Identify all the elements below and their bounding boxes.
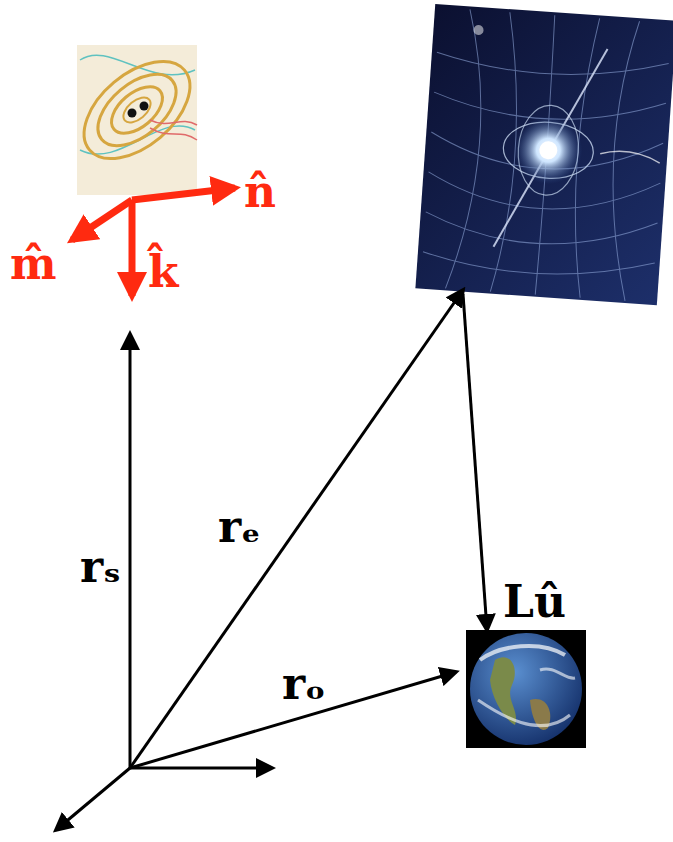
basis-label: m̂ [10, 242, 57, 286]
basis-label: k̂ [148, 250, 179, 294]
basis-label: n̂ [244, 170, 276, 214]
pulsar-vector [130, 290, 463, 768]
pulsar-picture [415, 4, 673, 305]
binary-source-picture [66, 43, 207, 195]
n-basis-arrow [132, 188, 235, 200]
earth-picture [466, 630, 586, 748]
vector-label: Lû [503, 580, 566, 624]
x-axis [130, 767, 272, 770]
m-basis-arrow [72, 200, 132, 240]
y-axis [56, 768, 130, 830]
vector-label: rₒ [282, 662, 326, 706]
k-basis-arrow [129, 200, 136, 296]
basis-vectors [72, 188, 235, 296]
pulsar-earth-vector [463, 294, 487, 630]
vectors [56, 290, 487, 830]
vector-label: rₑ [218, 505, 261, 549]
source-vector [129, 334, 132, 768]
vector-label: rₛ [80, 545, 121, 589]
